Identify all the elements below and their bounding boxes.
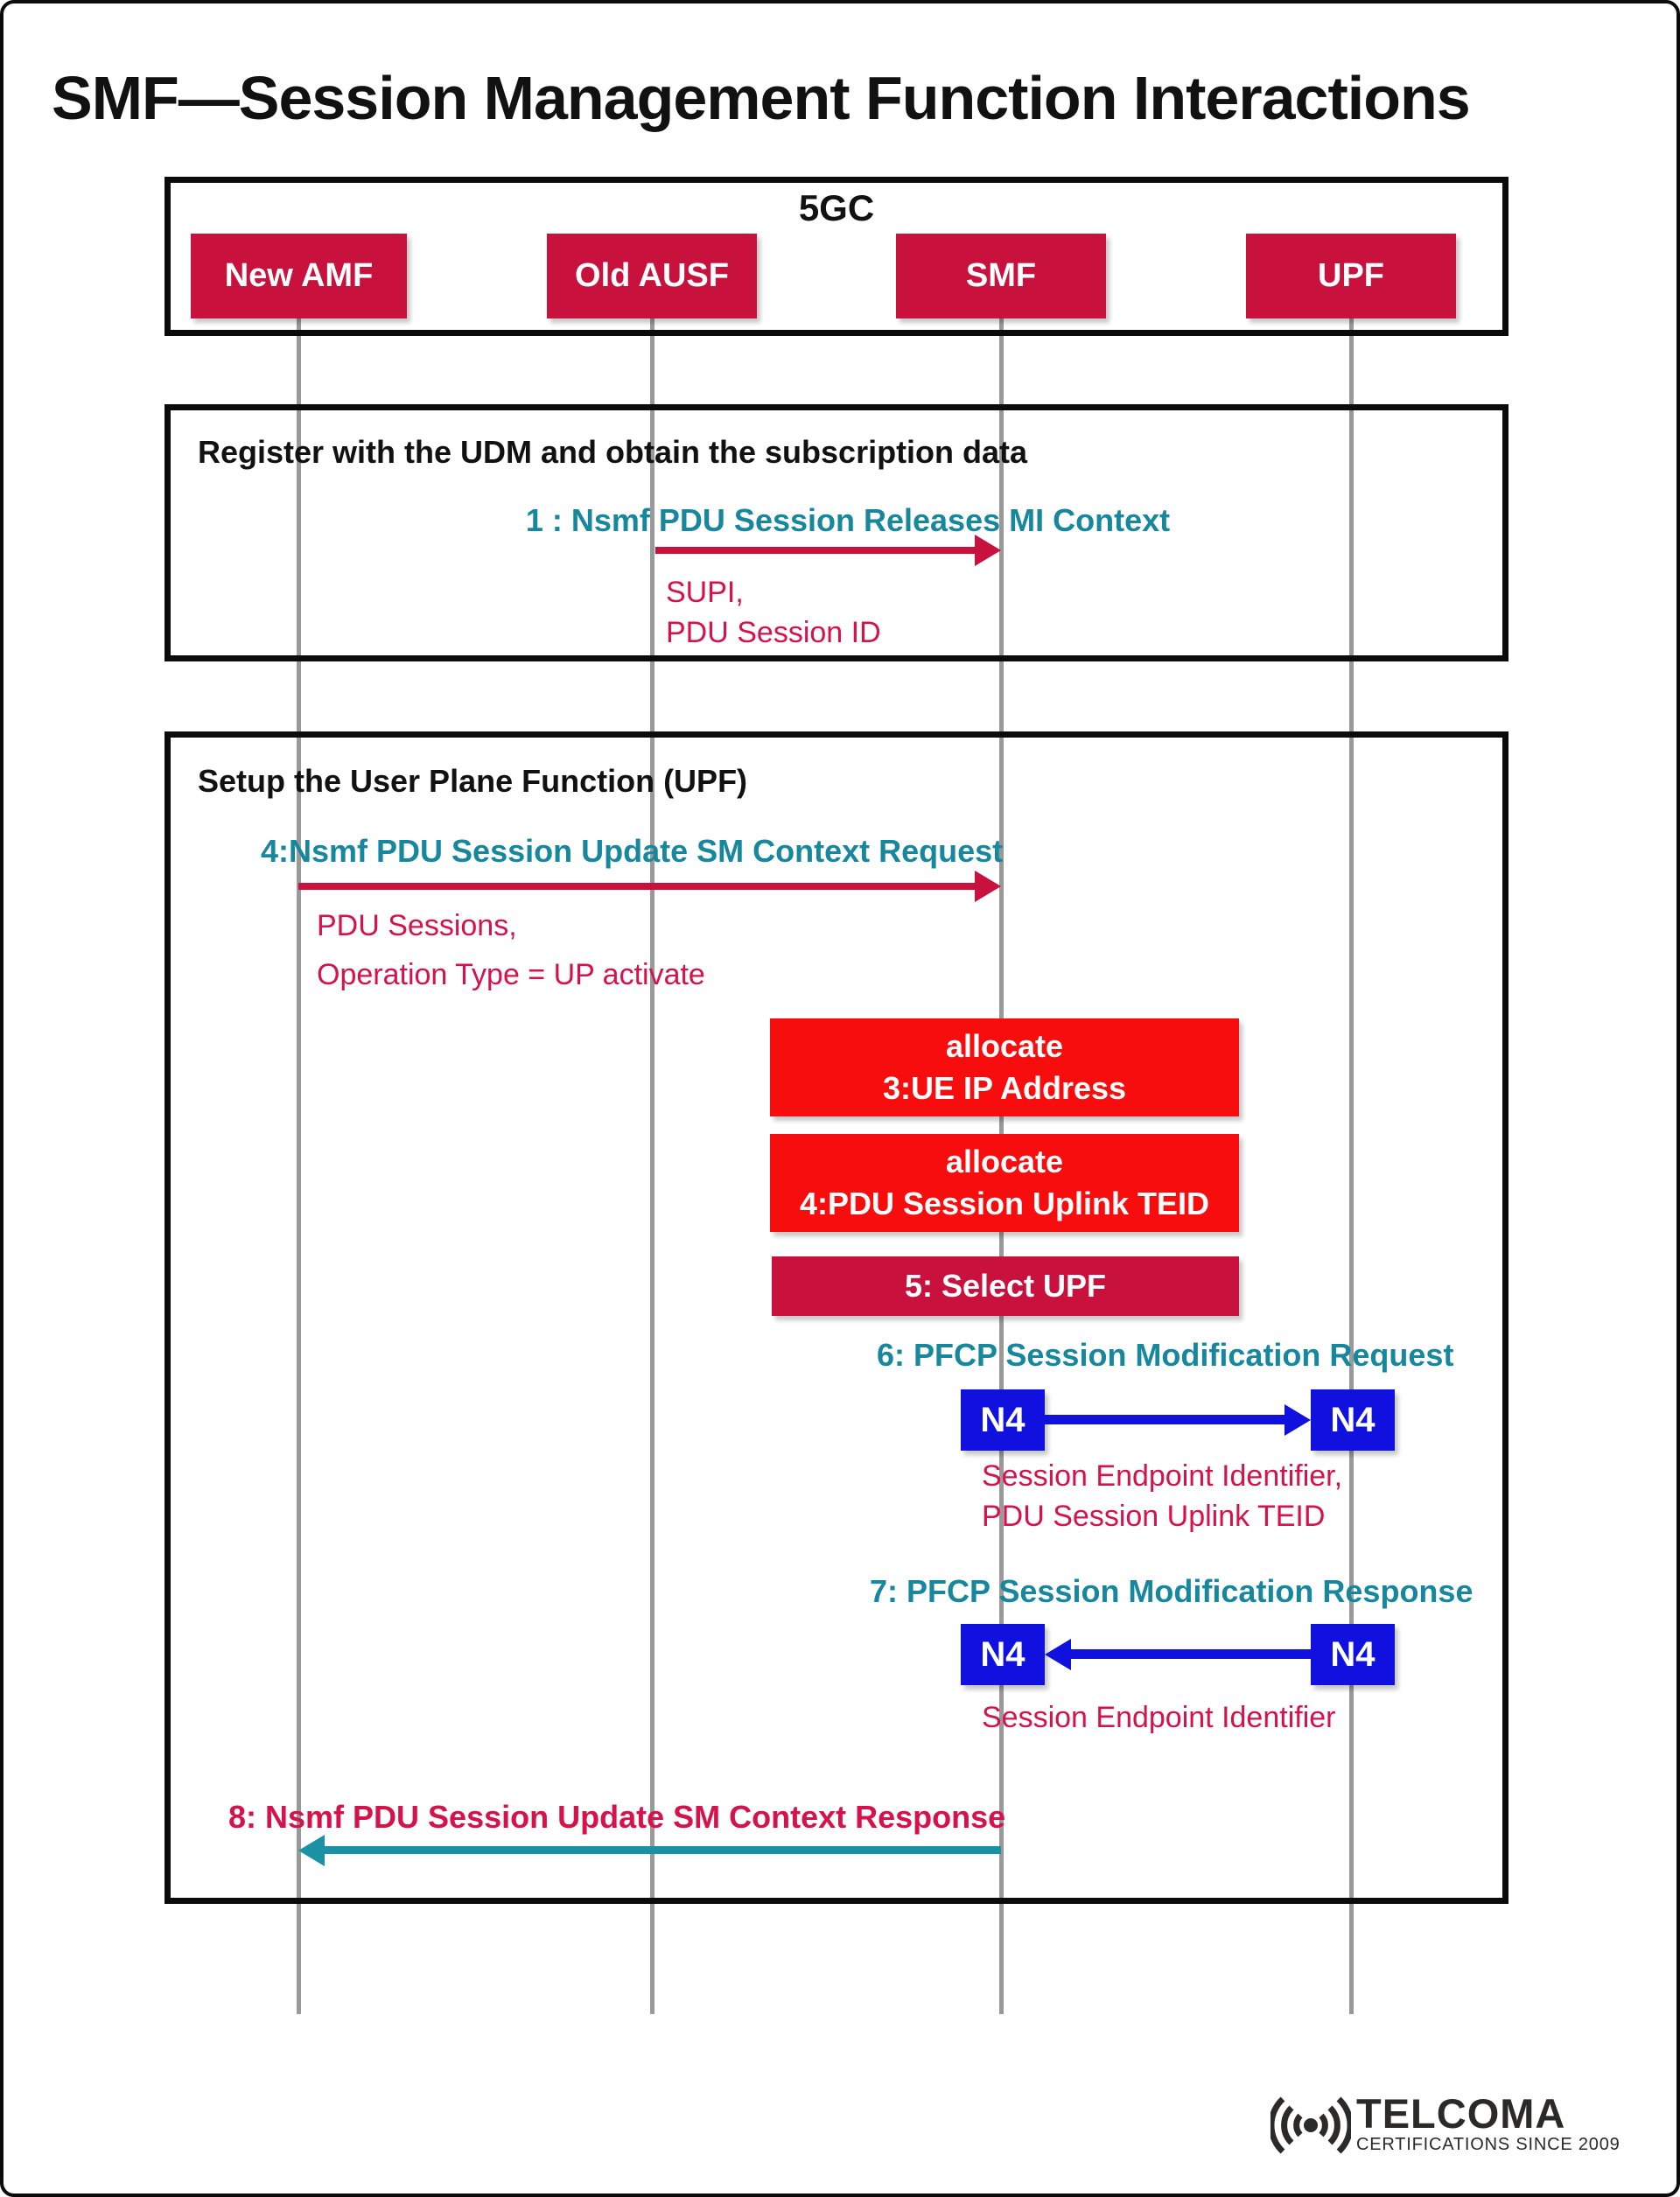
system-label-5gc: 5GC [798, 187, 875, 228]
actor-label-smf: SMF [965, 257, 1037, 294]
telcoma-logo: TELCOMA CERTIFICATIONS SINCE 2009 [1270, 2088, 1620, 2163]
select-upf-box: 5: Select UPF [772, 1256, 1239, 1316]
message-1-params: SUPI, PDU Session ID [666, 572, 881, 653]
allocate-line: 3:UE IP Address [882, 1070, 1127, 1106]
wifi-signal-icon [1270, 2096, 1351, 2154]
message-7-params: Session Endpoint Identifier [982, 1697, 1335, 1738]
n4-box-smf-request: N4 [961, 1389, 1045, 1451]
lifeline-upf [1349, 318, 1354, 2014]
logo-text: TELCOMA CERTIFICATIONS SINCE 2009 [1356, 2090, 1620, 2155]
message-arrow-1-right [655, 547, 975, 554]
allocate-line: allocate [945, 1028, 1064, 1064]
page-title: SMF—Session Management Function Interact… [52, 64, 1471, 132]
n4-label: N4 [1330, 1400, 1376, 1439]
message-label-8: 8: Nsmf PDU Session Update SM Context Re… [228, 1799, 1006, 1835]
param-line: Session Endpoint Identifier, [982, 1459, 1343, 1493]
actor-box-smf: SMF [896, 234, 1106, 318]
actor-label-old-ausf: Old AUSF [575, 257, 729, 294]
allocate-line: allocate [945, 1144, 1064, 1179]
lifeline-old-ausf [650, 318, 654, 2014]
n4-box-smf-response: N4 [961, 1624, 1045, 1685]
param-line: PDU Session ID [666, 616, 881, 649]
message-4-params: PDU Sessions, Operation Type = UP activa… [317, 901, 705, 999]
param-line: Operation Type = UP activate [317, 958, 705, 991]
lifeline-new-amf [297, 318, 301, 2014]
actor-label-upf: UPF [1318, 257, 1384, 294]
param-line: PDU Sessions, [317, 909, 517, 942]
param-line: Session Endpoint Identifier [982, 1701, 1336, 1734]
section-title-register: Register with the UDM and obtain the sub… [198, 434, 1028, 470]
message-label-6: 6: PFCP Session Modification Request [877, 1337, 1454, 1373]
param-line: SUPI, [666, 576, 744, 609]
brand-tagline: CERTIFICATIONS SINCE 2009 [1356, 2135, 1620, 2154]
message-label-1: 1 : Nsmf PDU Session Releases MI Context [525, 502, 1171, 538]
allocate-box-ue-ip-address: allocate 3:UE IP Address [770, 1018, 1239, 1116]
actor-box-new-amf: New AMF [191, 234, 407, 318]
section-box-register [164, 404, 1508, 661]
section-title-setup-upf: Setup the User Plane Function (UPF) [198, 763, 748, 799]
select-upf-label: 5: Select UPF [904, 1268, 1107, 1304]
param-line: PDU Session Uplink TEID [982, 1500, 1326, 1533]
actor-box-upf: UPF [1246, 234, 1456, 318]
n4-box-upf-response: N4 [1311, 1624, 1395, 1685]
brand-name: TELCOMA [1356, 2090, 1566, 2137]
message-arrow-4-right [298, 883, 975, 890]
message-label-7: 7: PFCP Session Modification Response [870, 1573, 1474, 1609]
allocate-box-uplink-teid: allocate 4:PDU Session Uplink TEID [770, 1134, 1239, 1232]
n4-box-upf-request: N4 [1311, 1389, 1395, 1451]
n4-arrow-request-right [1045, 1415, 1284, 1424]
n4-label: N4 [980, 1634, 1026, 1674]
n4-arrow-response-left [1071, 1649, 1311, 1659]
system-box-5gc [164, 177, 1508, 336]
message-arrow-8-left [325, 1846, 1001, 1854]
n4-label: N4 [1330, 1634, 1376, 1674]
actor-box-old-ausf: Old AUSF [547, 234, 757, 318]
allocate-line: 4:PDU Session Uplink TEID [799, 1186, 1210, 1221]
n4-label: N4 [980, 1400, 1026, 1439]
message-label-4: 4:Nsmf PDU Session Update SM Context Req… [261, 833, 1004, 869]
message-6-params: Session Endpoint Identifier, PDU Session… [982, 1456, 1342, 1536]
section-box-setup-upf [164, 731, 1508, 1904]
actor-label-new-amf: New AMF [224, 257, 374, 294]
